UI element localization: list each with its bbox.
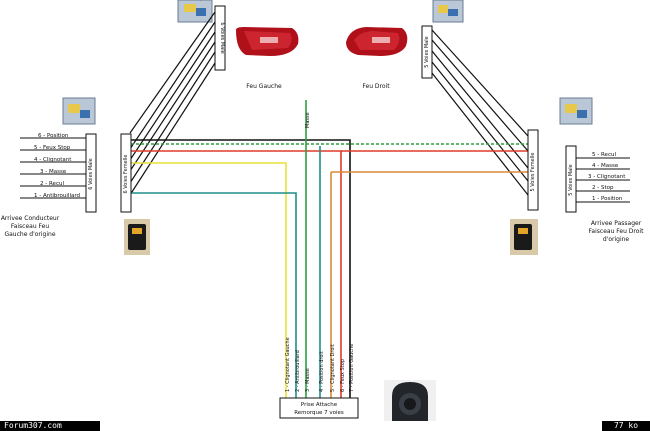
right-pin-label: 4 - Masse [592, 163, 619, 169]
black-connector-right [510, 219, 538, 255]
footer-site-label: Forum307.com [0, 421, 100, 431]
right-pin-label: 2 - Stop [592, 185, 614, 191]
left-male-box: 6 Voies Male [85, 133, 97, 213]
arrivee-passager-line: Faisceau Feu Droit [589, 228, 645, 235]
harness-wires [131, 100, 528, 398]
connector-photo-top-right [432, 0, 464, 23]
wire-orange-clignotant-droit [330, 171, 528, 398]
left-pin-label: 2 - Recul [40, 181, 64, 187]
connector-photo-mid-left [62, 97, 96, 125]
feu-droit-label: Feu Droit [362, 83, 390, 90]
arrivee-passager-line: Arrivee Passager [591, 220, 642, 227]
tail-lamp-right [346, 27, 408, 56]
wire-red-stop [131, 150, 342, 398]
feu-gauche-label: Feu Gauche [246, 83, 282, 90]
arrivee-conducteur: Arrivee Conducteur Faisceau Feu Gauche d… [1, 215, 60, 238]
prise-pin-label: 2 - Antibrouillard [295, 350, 301, 392]
top-right-male-label: 5 Voies Male [424, 36, 430, 67]
right-female-box: 5 Voies Femelle [527, 129, 539, 211]
wire-black-position-gauche [131, 139, 351, 398]
right-pin-label: 1 - Position [592, 196, 623, 202]
prise-pin-label: 6 - Feux Stop [340, 359, 346, 392]
wires-left-input [20, 137, 88, 199]
right-pin-label: 5 - Recul [592, 152, 616, 158]
arrivee-passager-line: d'origine [603, 236, 630, 243]
top-left-male-block: 6 Voies Male [214, 5, 226, 71]
wire-teal-antibrouillard [131, 192, 297, 398]
left-male-box-label: 6 Voies Male [88, 158, 94, 189]
wires-right-input [576, 157, 630, 203]
right-male-box: 5 Voies Male [565, 145, 577, 213]
wiring-diagram-svg: 6 Voies Male 6 Voies Femelle 5 Voies Fem… [1, 0, 645, 421]
top-left-male-label: 6 Voies Male [219, 22, 225, 53]
prise-pin-label: 7 - Position Gauche [349, 344, 355, 392]
arrivee-conducteur-line: Faisceau Feu [11, 223, 50, 230]
right-pin-labels: 5 - Recul 4 - Masse 3 - Clignotant 2 - S… [588, 152, 626, 202]
arrivee-conducteur-line: Gauche d'origine [4, 231, 55, 238]
wire-bundle-right-upper [431, 29, 529, 196]
prise-pin-label: 1 - Clignotant Gauche [285, 337, 291, 392]
masse-label: Masse [305, 112, 311, 128]
connector-photo-top-left [177, 0, 213, 23]
prise-pin-label: 3 - Masse [305, 368, 311, 392]
right-female-box-label: 5 Voies Femelle [530, 152, 536, 191]
left-pin-label: 4 - Clignotant [34, 157, 72, 163]
prise-pin-labels: 1 - Clignotant Gauche 2 - Antibrouillard… [285, 337, 355, 392]
left-pin-labels: 6 - Position 5 - Feux Stop 4 - Clignotan… [34, 133, 80, 199]
black-connector-left [124, 219, 150, 255]
left-female-box-label: 6 Voies Femelle [123, 154, 129, 193]
connector-photo-mid-right [559, 97, 593, 125]
prise-attache-box: Prise Attache Remorque 7 voies [279, 397, 359, 419]
wire-bundle-left-upper [129, 11, 216, 196]
left-female-box: 6 Voies Femelle [120, 133, 132, 213]
prise-attache-line: Prise Attache [301, 402, 338, 408]
prise-attache-line: Remorque 7 voies [294, 410, 344, 416]
arrivee-conducteur-line: Arrivee Conducteur [1, 215, 60, 222]
wire-yellow-clignotant-gauche [131, 162, 287, 398]
left-pin-label: 5 - Feux Stop [34, 145, 71, 151]
right-pin-label: 3 - Clignotant [588, 174, 626, 180]
prise-pin-label: 5 - Clignotant Droit [330, 344, 336, 392]
left-pin-label: 1 - Antibrouillard [34, 193, 80, 199]
right-male-box-label: 5 Voies Male [568, 164, 574, 195]
trailer-socket-photo [384, 380, 436, 421]
arrivee-passager: Arrivee Passager Faisceau Feu Droit d'or… [589, 220, 645, 243]
top-right-male-block: 5 Voies Male [421, 25, 433, 79]
tail-lamp-left [236, 27, 299, 56]
left-pin-label: 6 - Position [38, 133, 69, 139]
left-pin-label: 3 - Masse [40, 169, 67, 175]
prise-pin-label: 4 - Position droit [319, 351, 325, 392]
footer-size-label: 77 ko [602, 421, 650, 431]
